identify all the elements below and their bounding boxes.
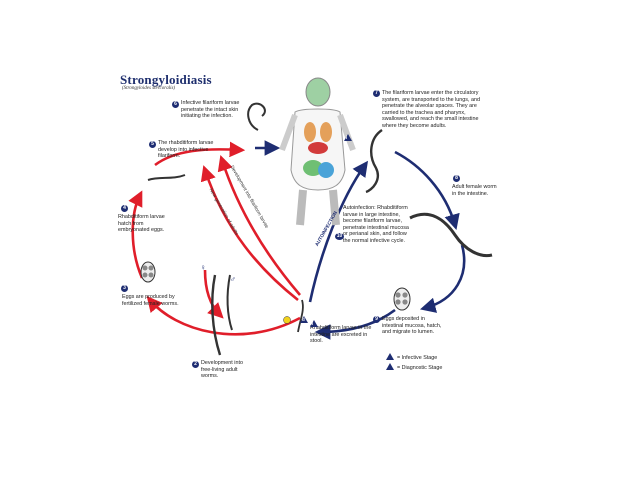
- arrow-autoinfection: [308, 160, 369, 303]
- filariform-larva-7: [365, 129, 383, 194]
- human-figure: [279, 77, 356, 226]
- step-4-marker: 4: [121, 205, 128, 212]
- diagram-title: Strongyloidiasis: [120, 72, 212, 87]
- arrow-left-up: [128, 190, 144, 279]
- step-1-label: Rhabditiform larvae in the intestine are…: [310, 325, 372, 345]
- filariform-larva-6: [247, 102, 266, 131]
- arrow-top-left: [154, 141, 246, 167]
- step-10-label: Autoinfection: Rhabditiform larvae in la…: [343, 205, 409, 244]
- eggs-3: [140, 261, 156, 283]
- arrow-diagonal-inner: [200, 165, 299, 302]
- free-living-male: [226, 274, 233, 331]
- step-10-marker: 10: [335, 233, 344, 240]
- rhabditiform-larva-5: [147, 174, 186, 181]
- step-4-label: Rhabditiform larvae hatch from embryonat…: [118, 214, 165, 234]
- step-7-marker: 7: [373, 90, 380, 97]
- arrow-outer-left: [146, 296, 301, 336]
- male-symbol: ♂: [230, 275, 236, 284]
- legend-infective-text: = Infective Stage: [397, 355, 438, 361]
- step-2-label: Development into free-living adult worms…: [201, 360, 243, 380]
- infective-stage-marker: i: [344, 134, 352, 141]
- step-8-label: Adult female worm in the intestine.: [452, 184, 497, 197]
- legend-diagnostic-triangle: [386, 363, 394, 370]
- adult-female-worm-8: [409, 212, 493, 258]
- female-symbol: ♀: [200, 263, 206, 272]
- step-2-marker: 2: [192, 361, 199, 368]
- arrow-right-down: [419, 244, 466, 313]
- step-5-marker: 5: [149, 141, 156, 148]
- step-1-diagnostic-marker: d: [300, 316, 308, 323]
- rhabditiform-larva-1: [297, 299, 304, 333]
- legend-diagnostic-text: = Diagnostic Stage: [397, 365, 443, 371]
- yellow-marker: [283, 316, 291, 324]
- free-living-female: [211, 274, 222, 356]
- eggs-9: [393, 287, 411, 311]
- step-7-label: The filariform larvae enter the circulat…: [382, 90, 480, 129]
- step-6-label: Infective filariform larvae penetrate th…: [181, 100, 240, 120]
- step-3-label: Eggs are produced by fertilized female w…: [122, 294, 179, 307]
- step-8-marker: 8: [453, 175, 460, 182]
- infective-stage-marker-2: i: [310, 320, 318, 327]
- step-9-label: Eggs deposited in intestinal mucosa, hat…: [382, 316, 442, 336]
- step-3-marker: 3: [121, 285, 128, 292]
- arrow-diagonal-outer: [217, 155, 301, 296]
- step-5-label: The rhabditiform larvae develop into inf…: [158, 140, 214, 160]
- step-6-marker: 6: [172, 101, 179, 108]
- diagram-subtitle: (Strongyloides stercoralis): [122, 86, 176, 91]
- arrow-bottom-right: [314, 308, 396, 340]
- step-9-marker: 9: [373, 316, 380, 323]
- arrow-center-down: [203, 269, 224, 319]
- arrow-top-right: [394, 150, 460, 230]
- legend-infective-triangle: [386, 353, 394, 360]
